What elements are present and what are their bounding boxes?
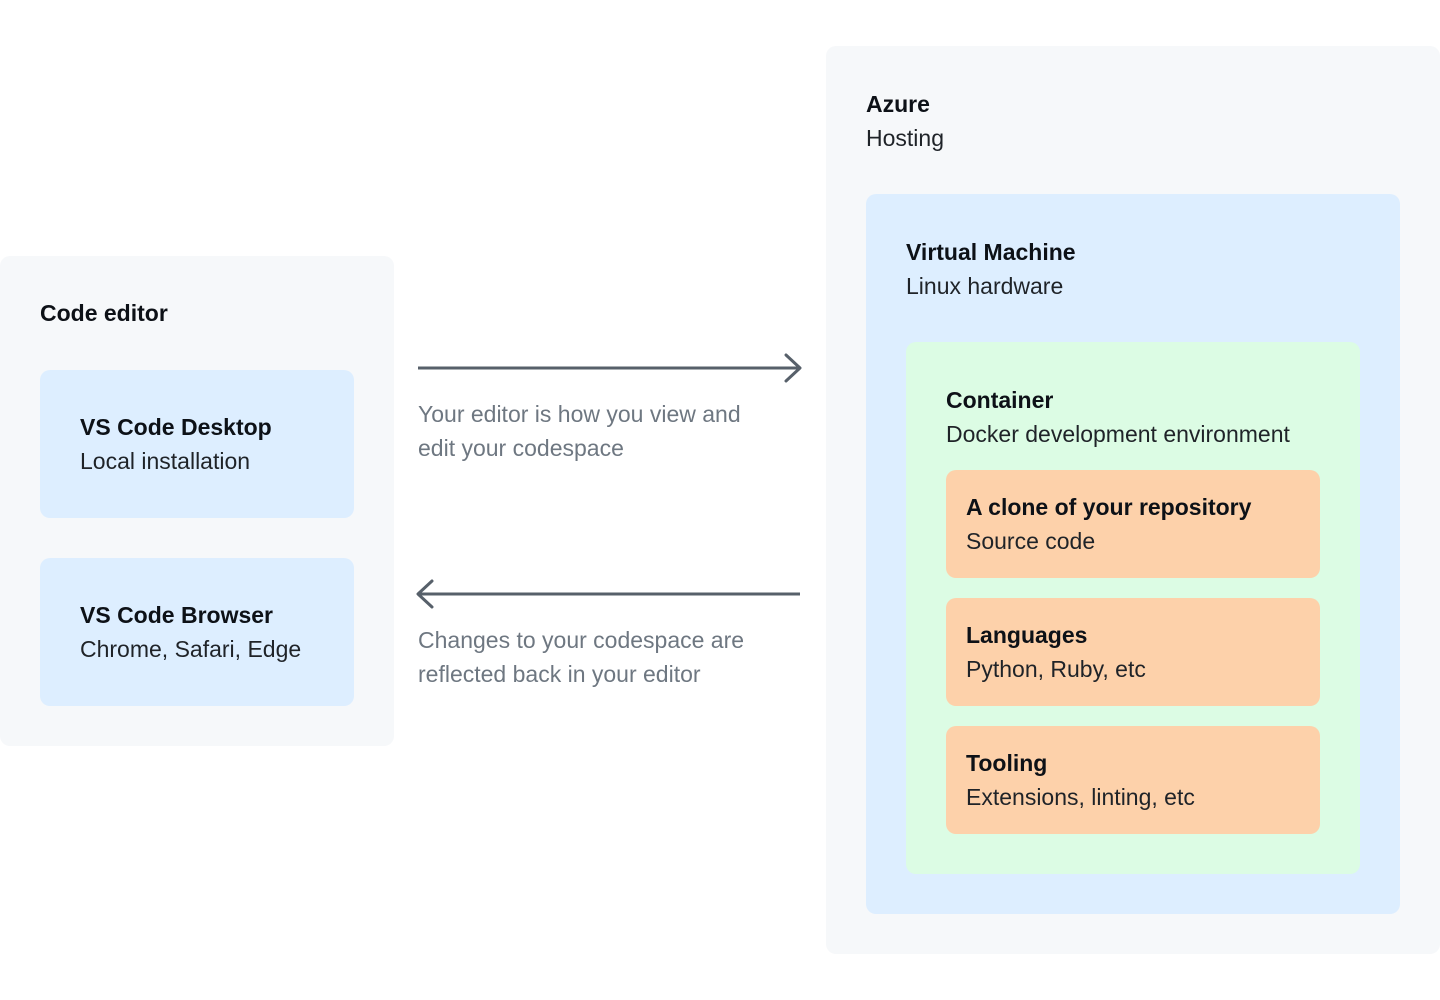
vs-code-browser-title: VS Code Browser xyxy=(80,602,273,628)
repository-clone-title: A clone of your repository xyxy=(966,494,1252,520)
vs-code-desktop-subtitle: Local installation xyxy=(80,448,251,474)
vs-code-browser-card: VS Code Browser Chrome, Safari, Edge xyxy=(40,558,354,706)
forward-caption-line-2: edit your codespace xyxy=(418,435,624,461)
azure-header: Azure Hosting xyxy=(866,87,944,155)
container-box: Container Docker development environment… xyxy=(906,342,1360,874)
container-header: Container Docker development environment xyxy=(946,383,1290,451)
forward-arrow-caption: Your editor is how you view and edit you… xyxy=(418,397,741,465)
virtual-machine-title: Virtual Machine xyxy=(906,239,1076,265)
back-caption-line-1: Changes to your codespace are xyxy=(418,627,745,653)
code-editor-group: Code editor VS Code Desktop Local instal… xyxy=(0,256,394,746)
arrow-left-icon xyxy=(416,579,800,609)
vs-code-browser-subtitle: Chrome, Safari, Edge xyxy=(80,636,302,662)
container-title: Container xyxy=(946,387,1054,413)
vs-code-desktop-card: VS Code Desktop Local installation xyxy=(40,370,354,518)
back-arrow-caption: Changes to your codespace are reflected … xyxy=(418,623,744,691)
tooling-card: Tooling Extensions, linting, etc xyxy=(946,726,1320,834)
azure-title: Azure xyxy=(866,91,930,117)
languages-title: Languages xyxy=(966,622,1088,648)
languages-subtitle: Python, Ruby, etc xyxy=(966,656,1146,682)
virtual-machine-header: Virtual Machine Linux hardware xyxy=(906,235,1076,303)
virtual-machine-subtitle: Linux hardware xyxy=(906,273,1064,299)
tooling-subtitle: Extensions, linting, etc xyxy=(966,784,1195,810)
code-editor-title: Code editor xyxy=(40,300,168,326)
virtual-machine-box: Virtual Machine Linux hardware Container… xyxy=(866,194,1400,914)
container-subtitle: Docker development environment xyxy=(946,421,1290,447)
vs-code-desktop-title: VS Code Desktop xyxy=(80,414,272,440)
languages-card: Languages Python, Ruby, etc xyxy=(946,598,1320,706)
forward-caption-line-1: Your editor is how you view and xyxy=(418,401,741,427)
arrow-right-icon xyxy=(418,353,802,383)
back-caption-line-2: reflected back in your editor xyxy=(418,661,701,687)
azure-subtitle: Hosting xyxy=(866,125,944,151)
repository-clone-card: A clone of your repository Source code xyxy=(946,470,1320,578)
repository-clone-subtitle: Source code xyxy=(966,528,1096,554)
azure-hosting-group: Azure Hosting Virtual Machine Linux hard… xyxy=(826,46,1440,954)
tooling-title: Tooling xyxy=(966,750,1048,776)
